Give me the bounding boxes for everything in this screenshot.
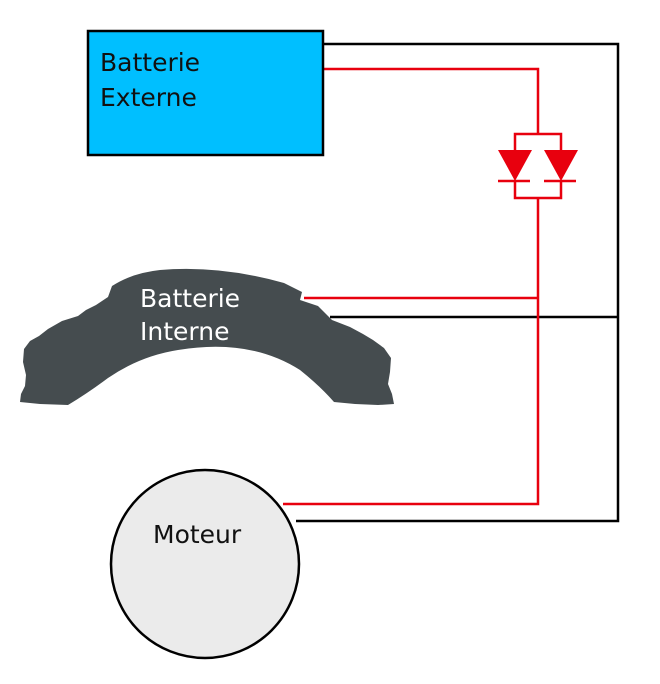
motor-circle [109, 468, 301, 660]
internal-battery-label-line1: Batterie [140, 284, 240, 313]
external-battery: Batterie Externe [86, 29, 325, 157]
external-battery-label-line1: Batterie [100, 48, 200, 77]
external-battery-positive-wire [323, 67, 540, 134]
external-battery-label-line2: Externe [100, 83, 197, 112]
internal-battery-label-line2: Interne [140, 317, 229, 346]
external-battery-box [86, 29, 325, 157]
motor: Moteur [109, 468, 301, 660]
external-battery-negative-wire [296, 42, 620, 523]
negative-wires [296, 42, 620, 523]
internal-battery-shape [20, 268, 394, 405]
motor-label: Moteur [153, 520, 242, 549]
internal-battery: Batterie Interne [20, 268, 394, 405]
diode-output-wire [283, 198, 540, 506]
diode-icon [498, 132, 578, 200]
positive-wires [283, 67, 540, 506]
